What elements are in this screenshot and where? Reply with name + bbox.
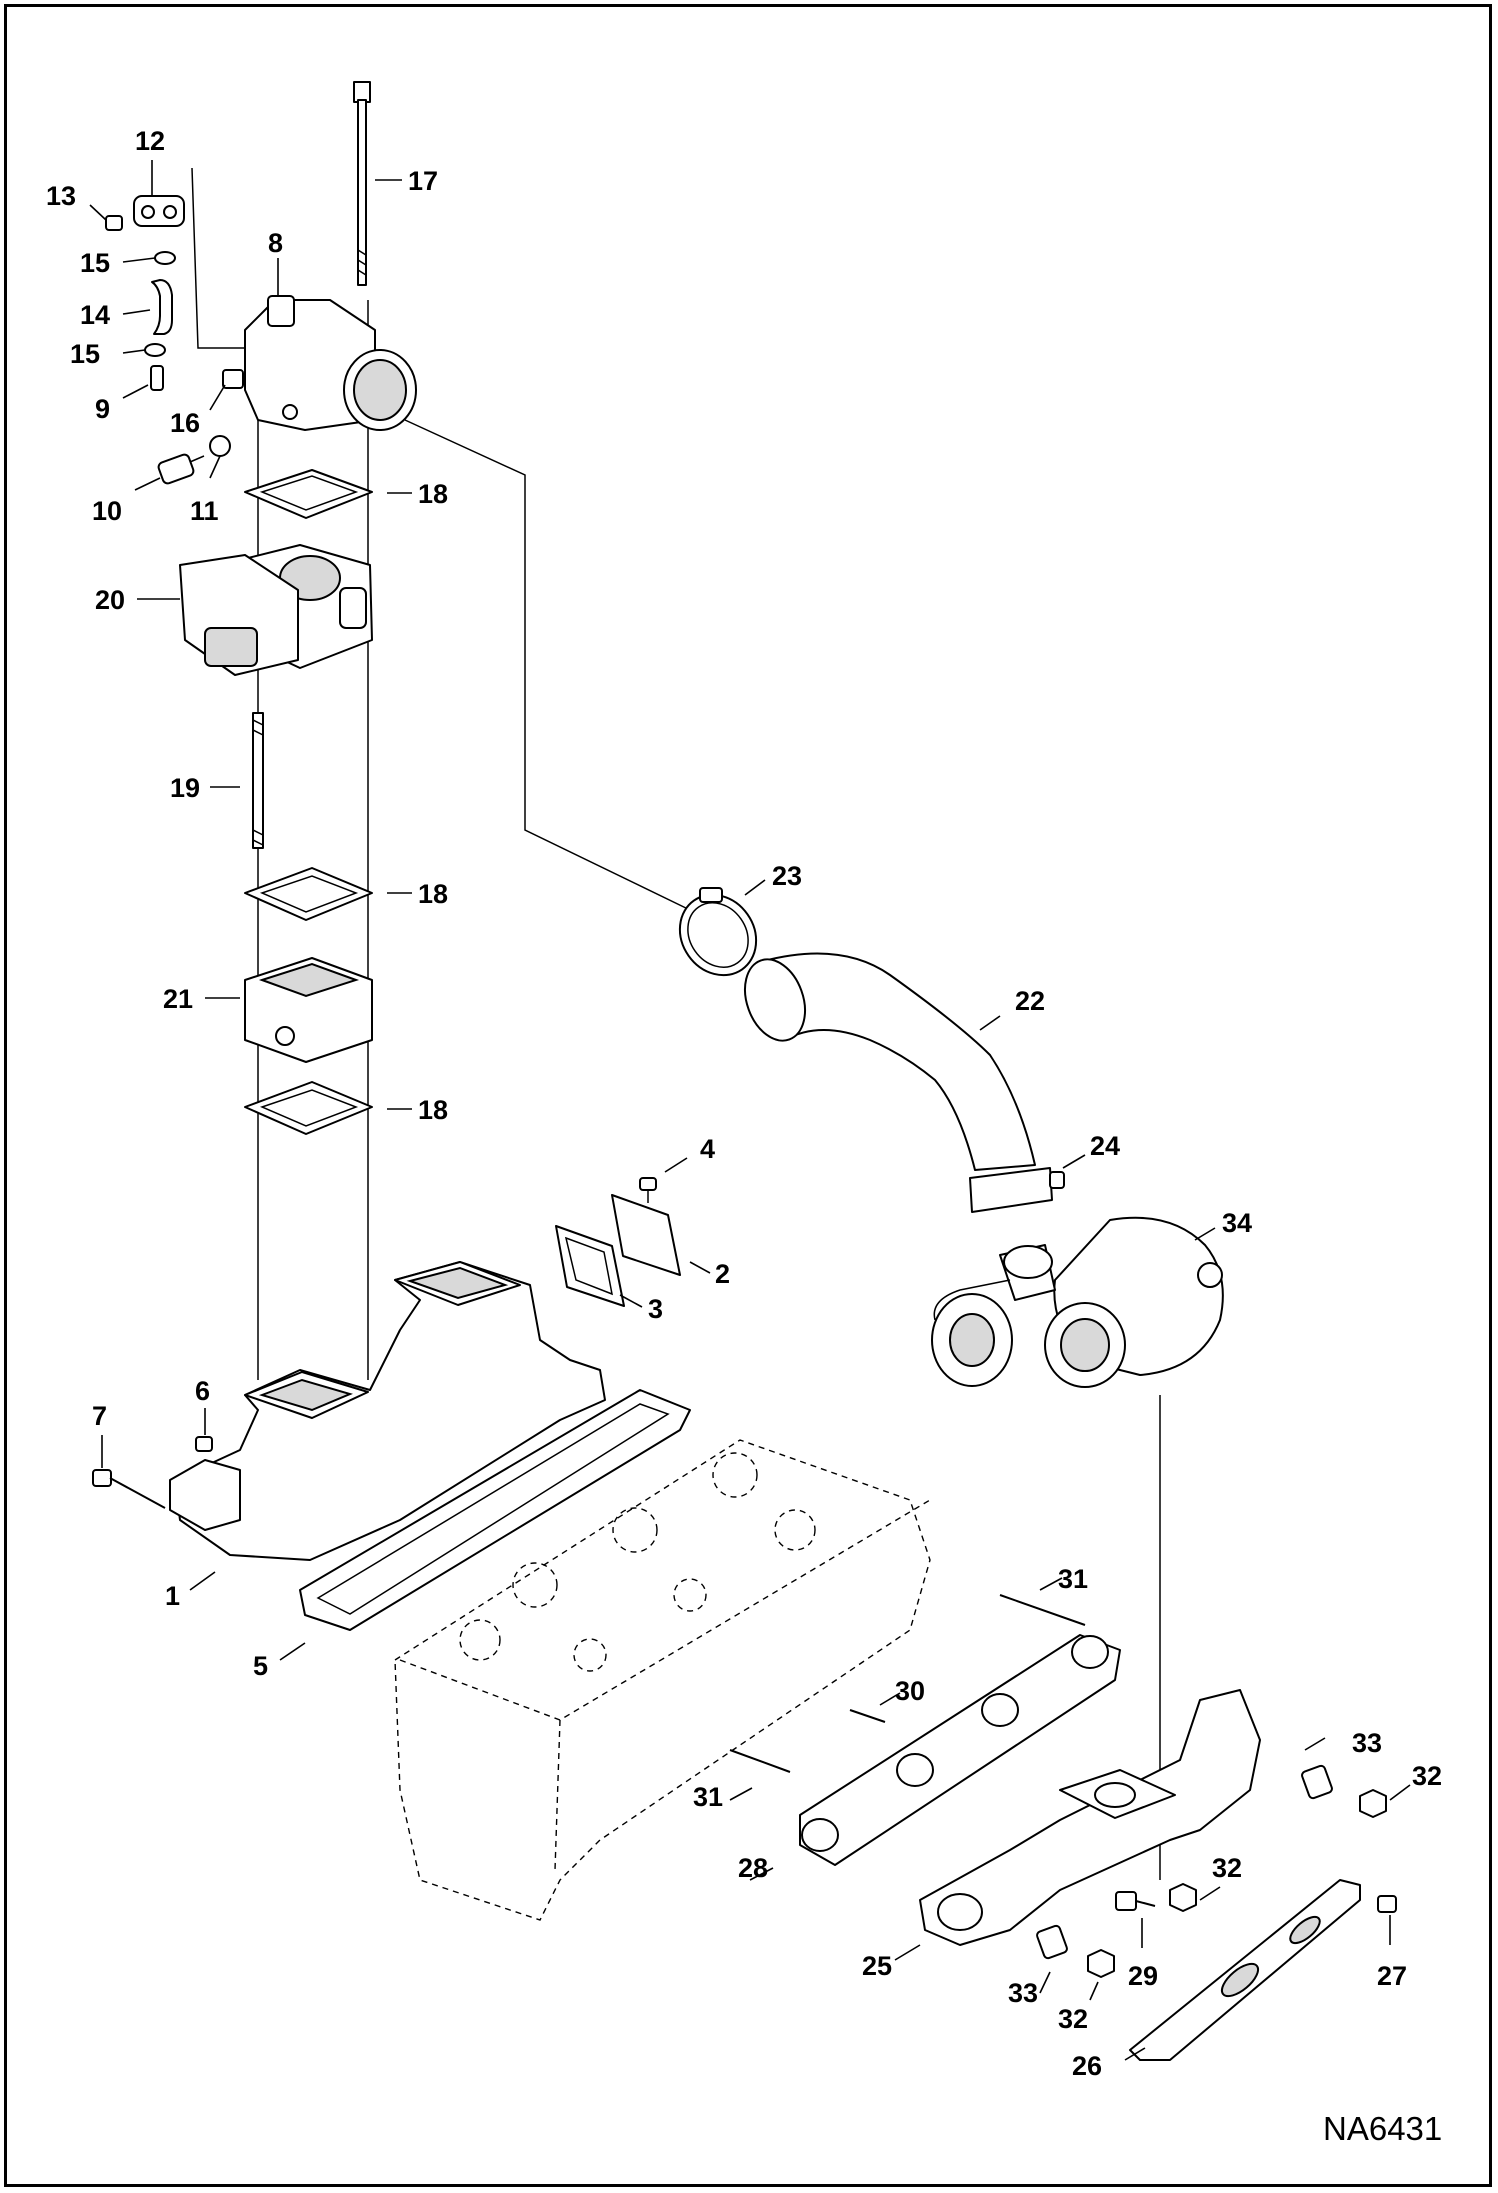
part-16-plug [222,369,244,389]
part-31-stud-lower [729,1749,791,1773]
callout-13: 13 [46,181,76,211]
part-14-hose [151,279,173,335]
part-1-intake-manifold [169,1261,606,1561]
callout-10: 10 [92,496,122,526]
part-18-gasket-middle [244,867,373,921]
callout-5: 5 [253,1651,268,1681]
callout-14: 14 [80,300,110,330]
part-13-bolt [105,215,123,231]
callout-27: 27 [1377,1961,1407,1991]
part-7-long-bolt [92,1469,166,1509]
leader-lines [89,160,1411,2061]
callout-7: 7 [92,1401,107,1431]
part-9-fitting [150,365,164,391]
callout-18b: 18 [418,879,448,909]
part-25-exhaust-manifold [919,1689,1261,1946]
part-33-spacer-right [1301,1764,1333,1800]
part-32-nut-left [1087,1949,1115,1978]
callout-28: 28 [738,1853,768,1883]
callout-19: 19 [170,773,200,803]
callout-26: 26 [1072,2051,1102,2081]
callout-30: 30 [895,1676,925,1706]
part-15-clamp-upper [154,251,176,265]
part-31-stud-upper [999,1594,1086,1626]
callout-1: 1 [165,1581,180,1611]
part-15-clamp-lower [144,343,166,357]
part-28-exhaust-gasket [799,1634,1121,1866]
part-30-stud [849,1709,886,1723]
callout-3: 3 [648,1294,663,1324]
part-29-bolt [1115,1891,1156,1911]
callout-22: 22 [1015,986,1045,1016]
part-20-throttle-valve [179,544,373,676]
part-17-long-bolt [353,81,371,286]
part-32-nut-middle [1169,1883,1197,1912]
callout-4: 4 [700,1134,715,1164]
callout-25: 25 [862,1951,892,1981]
callout-33b: 33 [1008,1978,1038,2008]
part-22-intake-hose [744,952,1036,1171]
callout-12: 12 [135,126,165,156]
callout-20: 20 [95,585,125,615]
callout-32c: 32 [1058,2004,1088,2034]
part-18-gasket-lower [244,1081,373,1135]
callout-18a: 18 [418,479,448,509]
part-3-gasket [555,1225,625,1307]
part-19-stud [252,712,264,849]
callout-32b: 32 [1212,1853,1242,1883]
part-33-spacer-left [1036,1924,1068,1960]
diagram-border [4,4,1492,2187]
part-27-bolt [1377,1895,1397,1913]
part-2-cover-plate [611,1194,681,1276]
part-34-turbocharger [931,1216,1224,1388]
part-4-bolt [639,1177,657,1203]
figure-reference-code: NA6431 [1323,2110,1442,2147]
part-26-heat-shield [1129,1879,1361,2061]
callout-23: 23 [772,861,802,891]
callout-31a: 31 [1058,1564,1088,1594]
callout-16: 16 [170,408,200,438]
part-5-intake-gasket [299,1389,691,1631]
part-8-air-inlet-elbow [244,295,417,431]
callout-31b: 31 [693,1782,723,1812]
cylinder-head-phantom [394,1439,931,1921]
part-32-nut-right [1359,1789,1387,1818]
part-21-intake-heater [244,957,373,1063]
callout-21: 21 [163,984,193,1014]
callout-17: 17 [408,166,438,196]
part-12-sensor [133,195,185,227]
callout-2: 2 [715,1259,730,1289]
part-18-gasket-upper [244,469,373,519]
callout-15b: 15 [70,339,100,369]
callout-24: 24 [1090,1131,1120,1161]
callout-32a: 32 [1412,1761,1442,1791]
callout-numbers: 12 13 15 14 15 9 8 16 10 11 17 18 20 19 … [46,126,1442,2081]
callout-29: 29 [1128,1961,1158,1991]
part-6-bolt [195,1436,213,1452]
callout-18c: 18 [418,1095,448,1125]
callout-11: 11 [190,496,219,526]
part-24-hose-clamp [969,1167,1065,1213]
callout-8: 8 [268,228,283,258]
callout-15a: 15 [80,248,110,278]
part-23-hose-clamp [678,887,758,977]
callout-6: 6 [195,1376,210,1406]
callout-34: 34 [1222,1208,1252,1238]
part-11-washer [209,435,231,457]
part-10-temp-sensor [157,453,205,485]
callout-33a: 33 [1352,1728,1382,1758]
callout-9: 9 [95,394,110,424]
